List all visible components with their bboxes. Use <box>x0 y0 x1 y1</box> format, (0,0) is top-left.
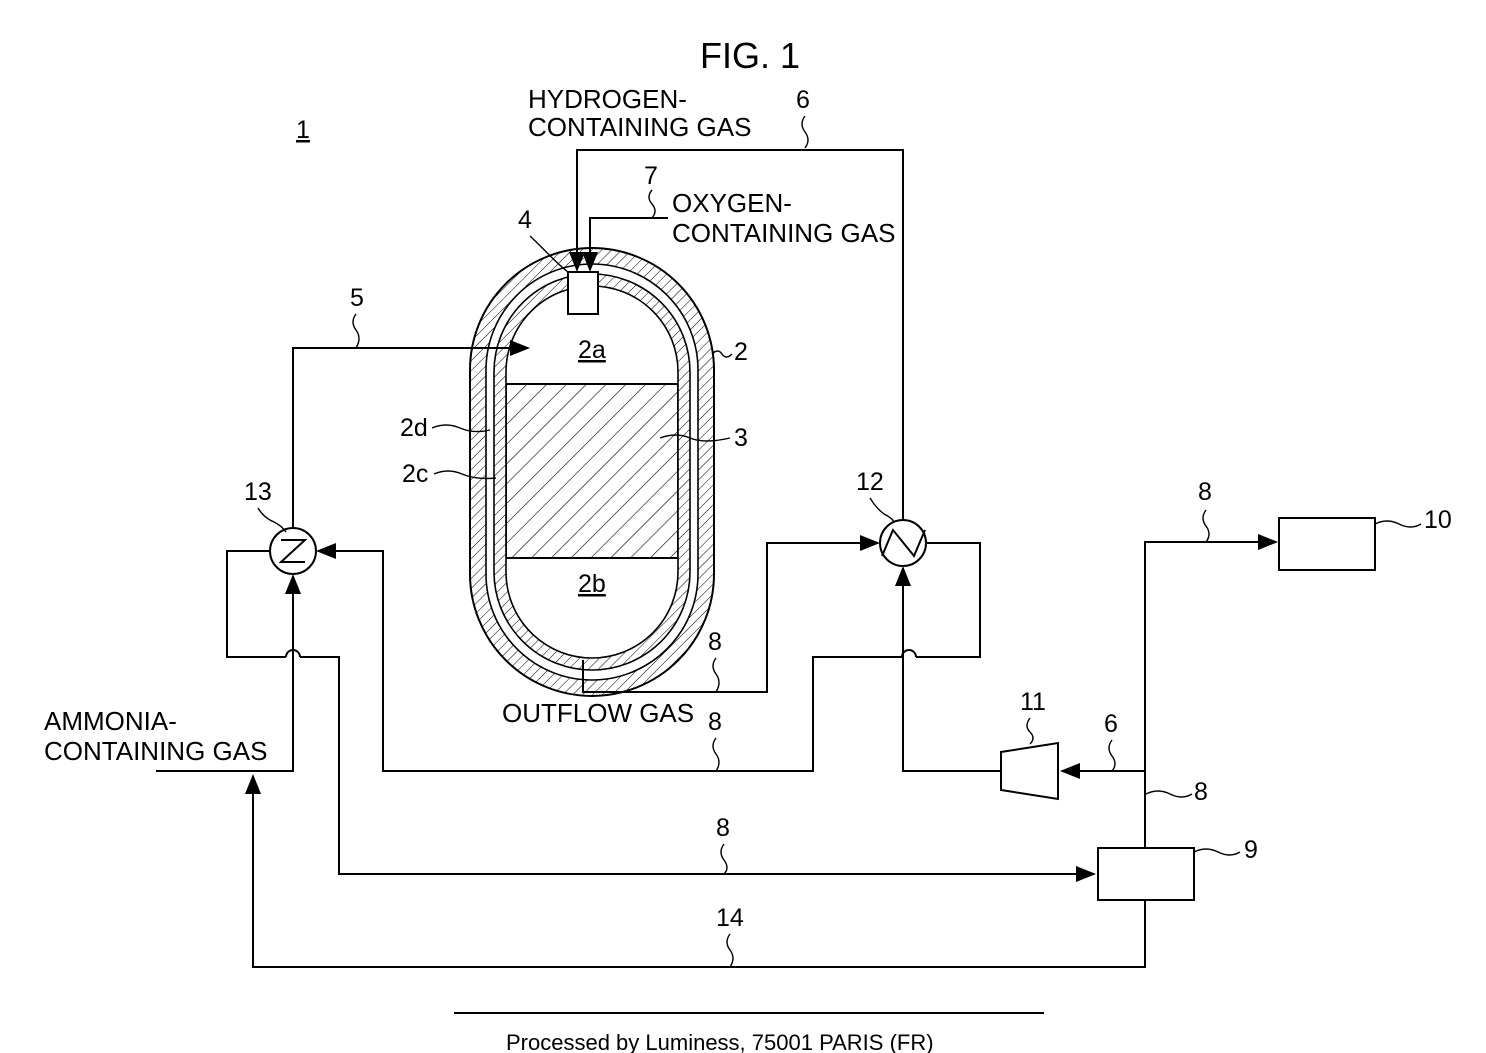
hydrogen-gas-label-line1: HYDROGEN- <box>528 84 687 114</box>
heat-exchanger-right <box>880 520 926 566</box>
heat-exchanger-left <box>270 528 316 574</box>
catalyst-bed-ref: 3 <box>734 424 748 452</box>
ammonia-gas-label-line2: CONTAINING GAS <box>44 736 267 766</box>
oxygen-gas-label-line2: CONTAINING GAS <box>672 218 895 248</box>
recycle-line-ref: 14 <box>716 904 744 932</box>
inner-wall-ref: 2c <box>402 460 428 488</box>
outflow-line-ref-b: 8 <box>708 708 722 736</box>
reactor-top-space-label: 2a <box>578 336 606 364</box>
outflow-gas-line-b <box>916 543 980 657</box>
compressor-ref: 11 <box>1020 688 1046 716</box>
oxygen-line-ref: 7 <box>644 162 658 190</box>
outflow-line-ref-d: 8 <box>1198 478 1212 506</box>
recycle-line <box>253 776 1145 967</box>
product-unit-ref: 10 <box>1424 506 1452 534</box>
hydrogen-line-ref-bottom: 6 <box>1104 710 1118 738</box>
compressor <box>1001 743 1058 799</box>
ammonia-gas-label-line1: AMMONIA- <box>44 706 177 736</box>
reactor-bottom-space-label: 2b <box>578 570 606 598</box>
outer-wall-ref: 2d <box>400 414 428 442</box>
oxygen-gas-label-line1: OXYGEN- <box>672 188 792 218</box>
outflow-line-ref-c: 8 <box>716 814 730 842</box>
reactor-vessel <box>470 248 714 696</box>
burner <box>568 272 598 314</box>
reactor-ref: 2 <box>734 338 748 366</box>
hydrogen-line-ref-top: 6 <box>796 86 810 114</box>
heat-exchanger-right-ref: 12 <box>856 468 884 496</box>
feed-line-ref: 5 <box>350 284 364 312</box>
product-unit <box>1279 518 1375 570</box>
burner-ref: 4 <box>518 206 532 234</box>
catalyst-bed <box>506 384 678 558</box>
system-ref-label: 1 <box>296 116 310 144</box>
outflow-line-ref-a: 8 <box>708 628 722 656</box>
outflow-gas-line-d <box>1145 542 1276 848</box>
figure-title: FIG. 1 <box>700 35 800 76</box>
separator-ref: 9 <box>1244 836 1258 864</box>
outflow-line-ref-e: 8 <box>1194 778 1208 806</box>
footer-text: Processed by Luminess, 75001 PARIS (FR) <box>506 1030 934 1053</box>
outflow-gas-label: OUTFLOW GAS <box>502 698 694 728</box>
hydrogen-gas-label-line2: CONTAINING GAS <box>528 112 751 142</box>
heat-exchanger-left-ref: 13 <box>244 478 272 506</box>
separator <box>1098 848 1194 900</box>
